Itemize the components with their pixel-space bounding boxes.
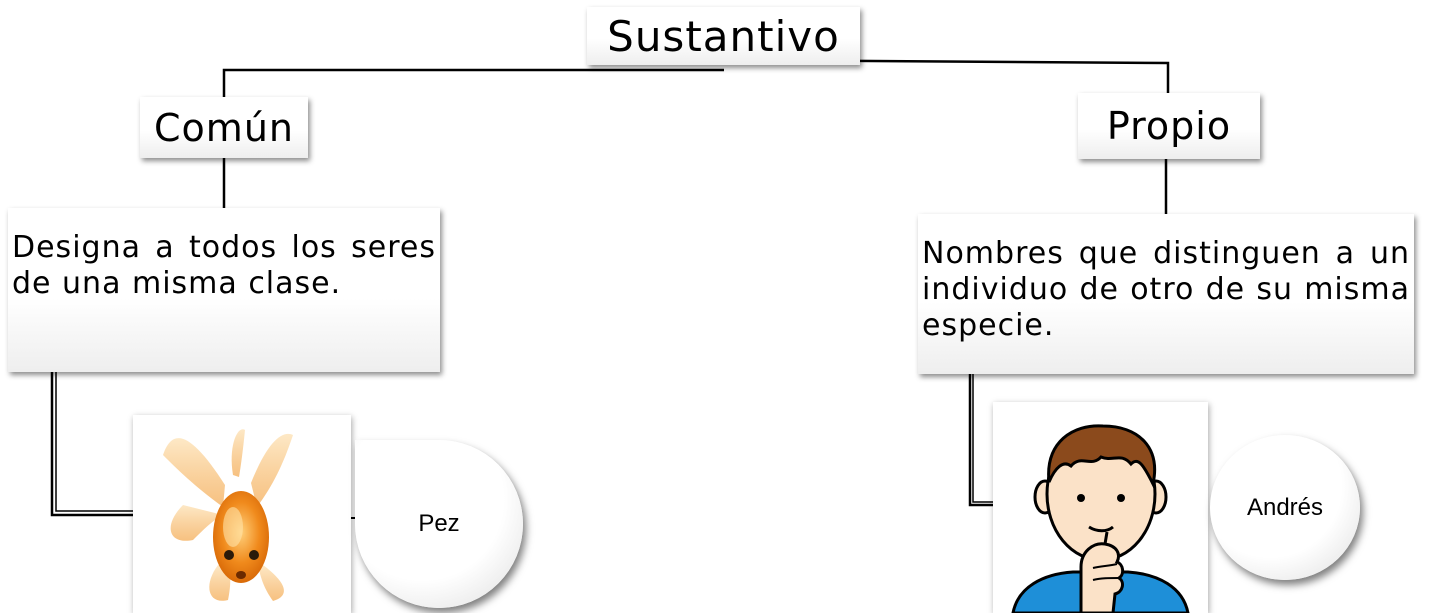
- right-description-box: Nombres que distinguen a un individuo de…: [918, 214, 1414, 374]
- left-description-text: Designa a todos los seres de una misma c…: [12, 230, 436, 301]
- boy-image: [993, 402, 1208, 613]
- right-description-text: Nombres que distinguen a un individuo de…: [922, 236, 1410, 343]
- boy-pictogram-icon: [1011, 424, 1190, 613]
- connector-right-pic-inner: [972, 374, 995, 503]
- root-node-label: Sustantivo: [607, 11, 840, 61]
- right-branch-label: Propio: [1106, 104, 1232, 148]
- connector-root-left: [222, 68, 724, 100]
- root-node-box: Sustantivo: [587, 7, 860, 65]
- connector-left-pic: [50, 372, 135, 517]
- connector-left-pic-inner: [55, 372, 135, 512]
- goldfish-icon: [163, 429, 293, 601]
- right-example-circle: Andrés: [1210, 435, 1360, 580]
- right-example-label: Andrés: [1246, 493, 1324, 521]
- left-branch-box: Común: [140, 97, 308, 158]
- left-example-label: Pez: [418, 510, 460, 537]
- right-branch-box: Propio: [1078, 93, 1260, 159]
- left-description-box: Designa a todos los seres de una misma c…: [8, 208, 440, 372]
- goldfish-image: [133, 415, 351, 613]
- left-branch-label: Común: [154, 105, 294, 150]
- connector-right-pic: [968, 374, 995, 507]
- left-example-circle: Pez: [355, 440, 523, 608]
- connector-root-right: [723, 58, 1170, 96]
